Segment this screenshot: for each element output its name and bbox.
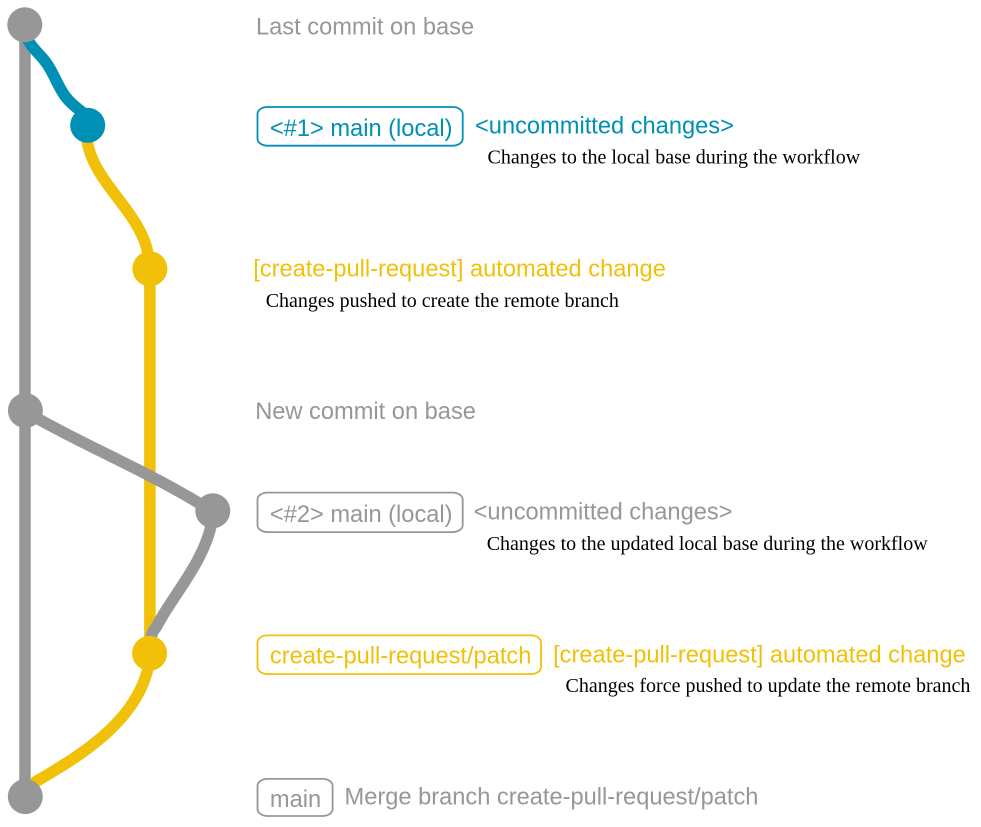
svg-text:create-pull-request/patch: create-pull-request/patch	[270, 644, 532, 670]
svg-text:[create-pull-request] automate: [create-pull-request] automated change	[253, 256, 666, 282]
svg-text:main: main	[270, 787, 321, 813]
svg-text:Changes force pushed to update: Changes force pushed to update the remot…	[566, 675, 971, 697]
svg-text:Changes to the updated local b: Changes to the updated local base during…	[487, 533, 929, 555]
svg-text:Changes to the local base duri: Changes to the local base during the wor…	[488, 147, 861, 169]
svg-text:Last commit on base: Last commit on base	[256, 15, 474, 41]
svg-text:Merge branch create-pull-reque: Merge branch create-pull-request/patch	[345, 785, 759, 811]
svg-text:[create-pull-request] automate: [create-pull-request] automated change	[553, 642, 966, 668]
svg-text:<uncommitted changes>: <uncommitted changes>	[474, 499, 733, 525]
svg-text:New commit on base: New commit on base	[255, 399, 476, 425]
svg-text:<#2> main (local): <#2> main (local)	[270, 502, 453, 528]
svg-text:<uncommitted changes>: <uncommitted changes>	[475, 113, 734, 139]
svg-text:Changes pushed to create the r: Changes pushed to create the remote bran…	[266, 290, 619, 312]
svg-text:<#1> main (local): <#1> main (local)	[270, 116, 453, 142]
